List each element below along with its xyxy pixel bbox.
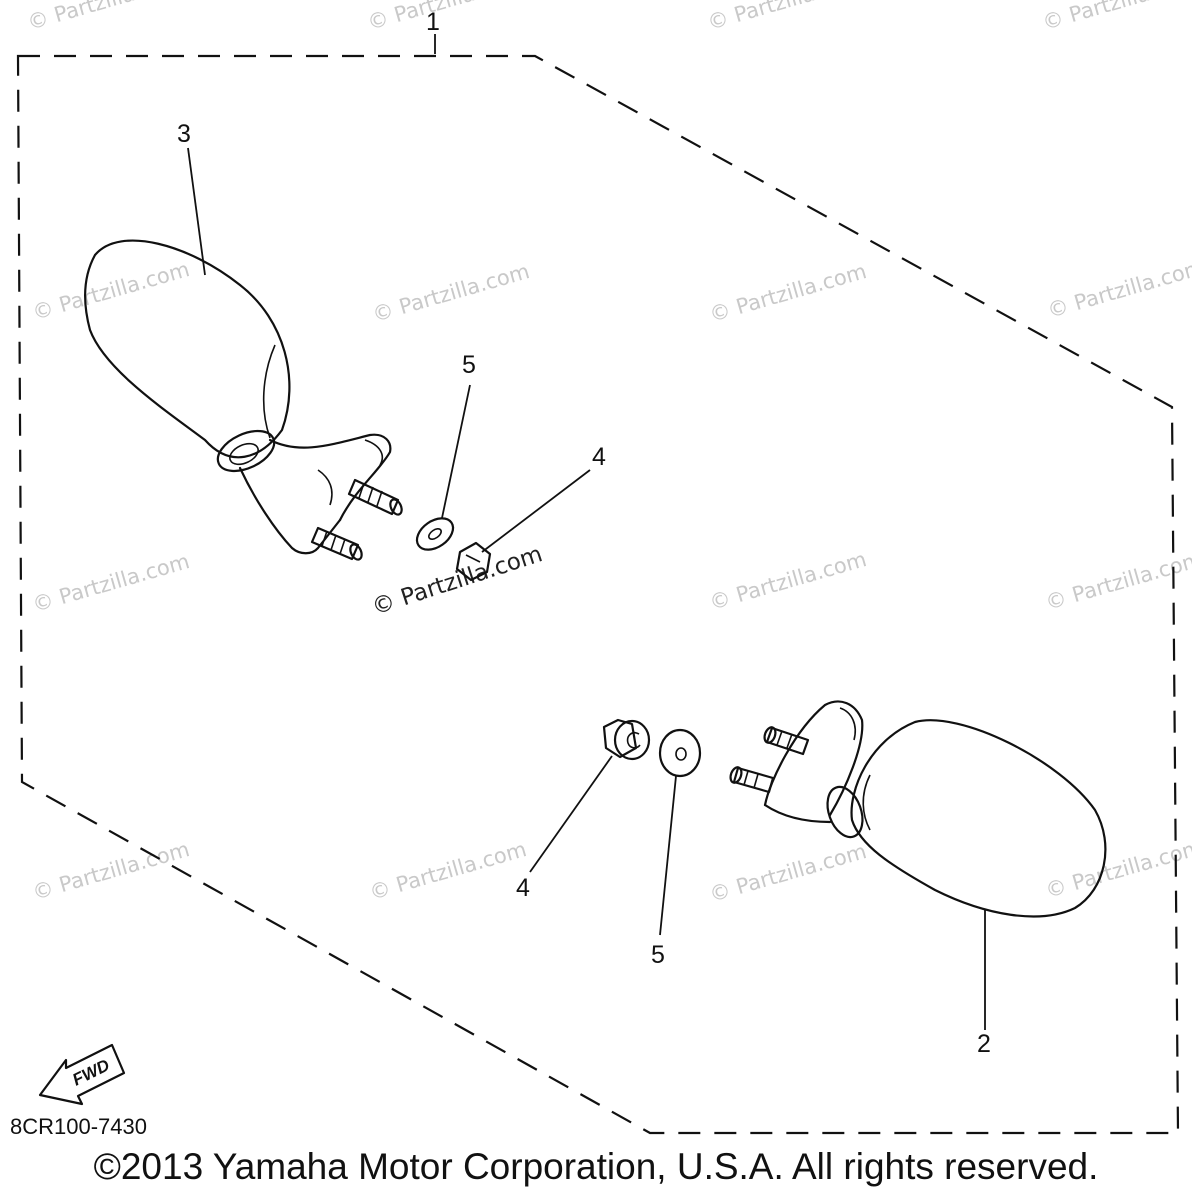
watermark: © Partzilla.com xyxy=(30,837,192,905)
watermark: © Partzilla.com xyxy=(365,0,527,35)
callout-nut-lower: 4 xyxy=(516,874,530,902)
callout-mirror-right: 2 xyxy=(977,1030,991,1058)
watermark: © Partzilla.com xyxy=(367,837,529,905)
stud xyxy=(310,526,363,561)
leader-nut-upper xyxy=(481,469,591,553)
watermark: © Partzilla.com xyxy=(370,259,532,327)
nut-upper xyxy=(455,541,492,582)
watermark: © Partzilla.com xyxy=(1043,547,1192,615)
watermark: © Partzilla.com xyxy=(707,839,869,907)
kit-boundary xyxy=(16,54,1180,1135)
watermark: © Partzilla.com xyxy=(707,259,869,327)
watermark: © Partzilla.com xyxy=(30,257,192,325)
watermark: © Partzilla.com xyxy=(705,0,867,35)
washer-lower xyxy=(658,728,702,778)
washer-upper xyxy=(415,517,455,551)
callout-mirror-left: 3 xyxy=(177,120,191,148)
leader-mirror-left xyxy=(187,147,206,276)
copyright-notice: ©2013 Yamaha Motor Corporation, U.S.A. A… xyxy=(93,1146,1099,1187)
leader-washer-upper xyxy=(441,384,471,519)
stud xyxy=(347,478,403,516)
watermark: © Partzilla.com xyxy=(1043,835,1192,903)
callout-kit: 1 xyxy=(426,8,440,36)
stud xyxy=(763,726,810,756)
nut-lower xyxy=(602,718,651,761)
watermark: © Partzilla.com xyxy=(707,547,869,615)
diagram-code: 8CR100-7430 xyxy=(10,1114,147,1139)
watermark: © Partzilla.com xyxy=(1040,0,1192,35)
leader-washer-lower xyxy=(659,775,677,936)
fwd-arrow-icon: FWD xyxy=(38,1043,126,1106)
mirror-right xyxy=(729,700,1107,918)
callout-washer-upper: 5 xyxy=(462,351,476,379)
watermark: © Partzilla.com xyxy=(1045,255,1192,323)
watermark-group: © Partzilla.com © Partzilla.com © Partzi… xyxy=(25,0,1192,907)
watermark: © Partzilla.com xyxy=(25,0,187,35)
fwd-label: FWD xyxy=(69,1056,112,1090)
leader-nut-lower xyxy=(529,755,613,873)
stud xyxy=(729,766,775,794)
parts-diagram: © Partzilla.com © Partzilla.com © Partzi… xyxy=(16,0,1192,1135)
watermark-dark: © Partzilla.com xyxy=(369,541,546,621)
callout-nut-upper: 4 xyxy=(592,443,606,471)
watermark: © Partzilla.com xyxy=(30,549,192,617)
callout-washer-lower: 5 xyxy=(651,941,665,969)
